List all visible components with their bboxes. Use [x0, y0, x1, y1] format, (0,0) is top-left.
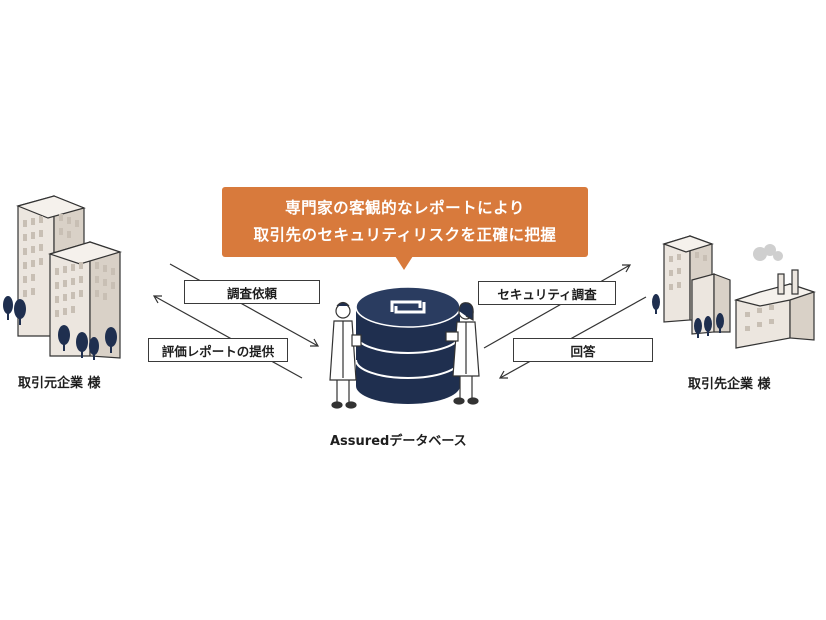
researcher-icon — [329, 301, 362, 409]
center-caption: Assuredデータベース — [330, 434, 467, 449]
tree-icon — [3, 296, 117, 360]
left-entity-caption: 取引元企業 様 — [18, 376, 101, 391]
callout-line-2: 取引先のセキュリティリスクを正確に把握 — [253, 226, 557, 244]
callout-tail — [395, 256, 413, 270]
flow-arrows — [152, 263, 647, 379]
arrow-security — [483, 264, 631, 349]
arrow-report — [153, 295, 303, 379]
headline-callout: 専門家の客観的なレポートにより 取引先のセキュリティリスクを正確に把握 — [222, 187, 588, 257]
database-icon — [355, 286, 461, 404]
arrow-answer — [499, 296, 647, 379]
office-buildings-icon — [16, 195, 122, 359]
callout-line-1: 専門家の客観的なレポートにより — [285, 199, 525, 217]
flow-label-security-check: セキュリティ調査 — [478, 281, 616, 305]
right-entity-caption: 取引先企業 様 — [688, 377, 771, 392]
flow-label-request: 調査依頼 — [184, 280, 320, 304]
flow-label-report: 評価レポートの提供 — [148, 338, 288, 362]
factory-buildings-icon — [662, 235, 816, 349]
arrow-security-head — [622, 264, 632, 273]
flow-label-answer: 回答 — [513, 338, 653, 362]
tree-icon — [652, 294, 724, 338]
arrow-request-head — [310, 338, 320, 347]
arrow-request — [169, 263, 319, 347]
assured-logo-icon — [390, 300, 426, 314]
arrow-answer-head — [498, 370, 508, 379]
researcher-icon — [445, 302, 480, 405]
smoke-icon — [753, 244, 783, 261]
arrow-report-head — [152, 295, 162, 304]
